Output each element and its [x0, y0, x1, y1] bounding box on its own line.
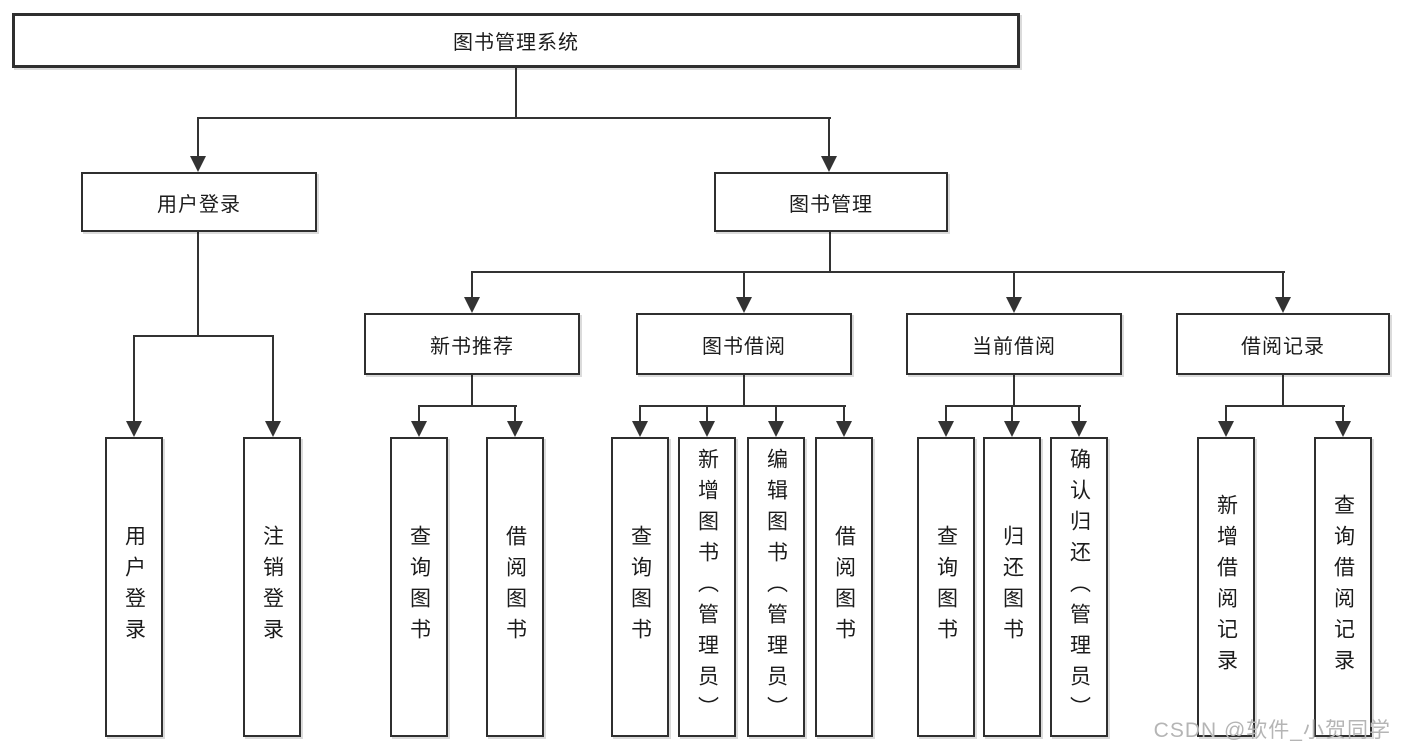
leaf-br-query-record: 查询借阅记录: [1314, 437, 1372, 737]
connector-line: [1013, 271, 1015, 299]
connector-line: [945, 405, 947, 423]
connector-line: [639, 405, 846, 407]
connector-line: [828, 117, 830, 158]
arrow-down-icon: [821, 156, 837, 172]
connector-line: [945, 405, 1081, 407]
arrow-down-icon: [836, 421, 852, 437]
arrow-down-icon: [1335, 421, 1351, 437]
arrow-down-icon: [1004, 421, 1020, 437]
leaf-cb-return-book: 归还图书: [983, 437, 1041, 737]
connector-line: [1013, 375, 1015, 406]
connector-line: [418, 405, 420, 423]
arrow-down-icon: [464, 297, 480, 313]
leaf-bb-edit-book-admin: 编辑图书（管理员）: [747, 437, 805, 737]
connector-line: [133, 335, 274, 337]
connector-line: [639, 405, 641, 423]
leaf-bb-query-book: 查询图书: [611, 437, 669, 737]
connector-line: [418, 405, 517, 407]
arrow-down-icon: [768, 421, 784, 437]
arrow-down-icon: [736, 297, 752, 313]
connector-line: [1078, 405, 1080, 423]
connector-line: [1342, 405, 1344, 423]
leaf-cb-query-book: 查询图书: [917, 437, 975, 737]
connector-line: [743, 375, 745, 406]
connector-line: [471, 271, 1285, 273]
node-book-management: 图书管理: [714, 172, 948, 232]
connector-line: [1225, 405, 1227, 423]
connector-line: [471, 271, 473, 299]
connector-line: [1282, 271, 1284, 299]
arrow-down-icon: [1218, 421, 1234, 437]
node-book-borrow: 图书借阅: [636, 313, 852, 375]
node-user-login: 用户登录: [81, 172, 317, 232]
arrow-down-icon: [126, 421, 142, 437]
connector-line: [471, 375, 473, 406]
connector-line: [706, 405, 708, 423]
connector-line: [1225, 405, 1345, 407]
connector-line: [843, 405, 845, 423]
arrow-down-icon: [265, 421, 281, 437]
node-borrow-record: 借阅记录: [1176, 313, 1390, 375]
connector-line: [743, 271, 745, 299]
arrow-down-icon: [938, 421, 954, 437]
connector-line: [197, 117, 831, 119]
connector-line: [272, 335, 274, 423]
node-current-borrow: 当前借阅: [906, 313, 1122, 375]
connector-line: [515, 68, 517, 118]
arrow-down-icon: [411, 421, 427, 437]
leaf-user-login: 用户登录: [105, 437, 163, 737]
connector-line: [1011, 405, 1013, 423]
arrow-down-icon: [1071, 421, 1087, 437]
node-new-book-recommend: 新书推荐: [364, 313, 580, 375]
connector-line: [829, 232, 831, 272]
leaf-bb-borrow-book: 借阅图书: [815, 437, 873, 737]
arrow-down-icon: [1006, 297, 1022, 313]
arrow-down-icon: [190, 156, 206, 172]
arrow-down-icon: [632, 421, 648, 437]
connector-line: [197, 232, 199, 336]
connector-line: [514, 405, 516, 423]
connector-line: [1282, 375, 1284, 406]
leaf-bb-add-book-admin: 新增图书（管理员）: [678, 437, 736, 737]
leaf-logout: 注销登录: [243, 437, 301, 737]
connector-line: [133, 335, 135, 423]
connector-line: [197, 117, 199, 158]
leaf-nb-borrow-book: 借阅图书: [486, 437, 544, 737]
leaf-cb-confirm-return-admin: 确认归还（管理员）: [1050, 437, 1108, 737]
connector-line: [775, 405, 777, 423]
arrow-down-icon: [699, 421, 715, 437]
arrow-down-icon: [507, 421, 523, 437]
leaf-nb-query-book: 查询图书: [390, 437, 448, 737]
arrow-down-icon: [1275, 297, 1291, 313]
leaf-br-add-record: 新增借阅记录: [1197, 437, 1255, 737]
node-root-library-system: 图书管理系统: [12, 13, 1020, 68]
watermark-text: CSDN @软件_小贺同学: [1153, 719, 1391, 742]
